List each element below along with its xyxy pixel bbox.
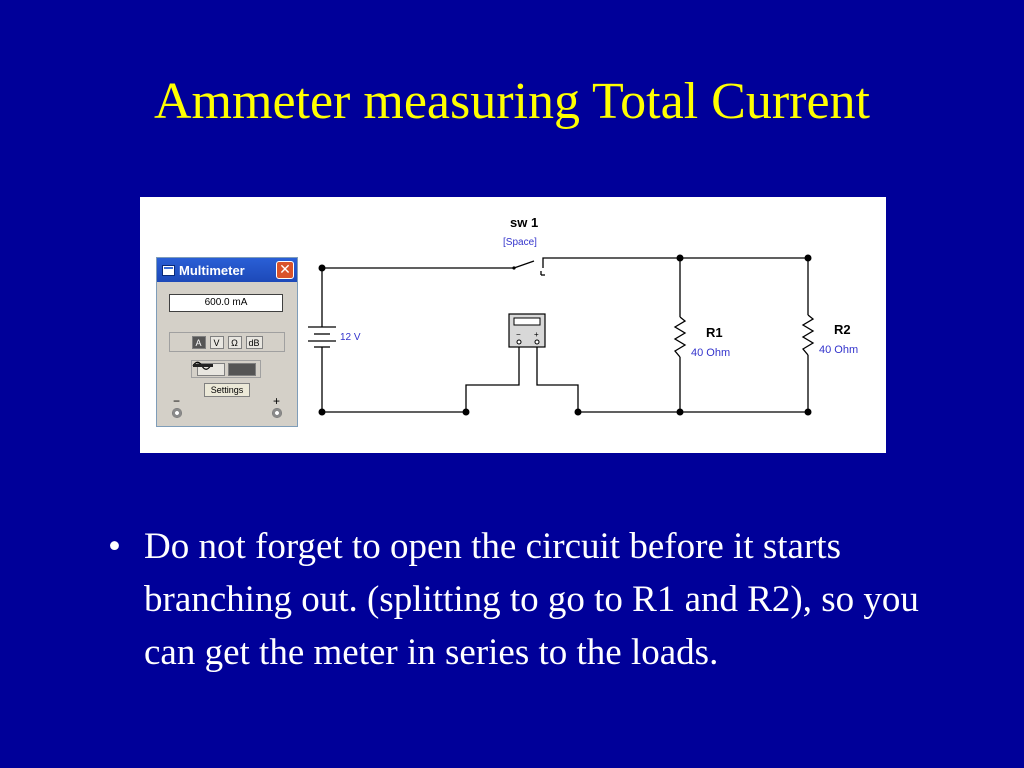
switch-label: sw 1: [510, 215, 538, 230]
circuit-screenshot: 12 V sw 1 [Space] R1 40 Ohm R2 40 Ohm − …: [140, 197, 886, 453]
positive-terminal[interactable]: [272, 408, 282, 418]
multimeter-window[interactable]: Multimeter ✕ 600.0 mA A V Ω dB Settings …: [156, 257, 298, 427]
r1-label: R1: [706, 325, 723, 340]
switch-symbol: [513, 260, 545, 276]
negative-terminal[interactable]: [172, 408, 182, 418]
r2-label: R2: [834, 322, 851, 337]
bullet-item: Do not forget to open the circuit before…: [108, 520, 938, 679]
dc-mode-button[interactable]: [193, 362, 256, 376]
ammeter-symbol[interactable]: [508, 313, 546, 348]
dc-line-icon: [193, 364, 213, 367]
r2-resistor-symbol: [801, 314, 815, 356]
ammeter-minus-label: −: [516, 330, 521, 339]
bullet-list: Do not forget to open the circuit before…: [108, 520, 938, 679]
multimeter-signal-group: [191, 360, 261, 378]
switch-key-label: [Space]: [503, 237, 537, 248]
r1-resistor-symbol: [673, 316, 687, 358]
window-app-icon: [162, 264, 175, 276]
multimeter-title: Multimeter: [179, 262, 245, 278]
mode-voltmeter-button[interactable]: V: [209, 335, 224, 349]
battery-symbol: [308, 326, 336, 348]
multimeter-titlebar[interactable]: Multimeter ✕: [157, 258, 297, 282]
r1-value-label: 40 Ohm: [691, 347, 730, 359]
multimeter-mode-group: A V Ω dB: [169, 332, 285, 352]
junction-dots: [318, 254, 812, 416]
wire-meter-minus: [465, 342, 520, 412]
mode-ammeter-button[interactable]: A: [191, 335, 206, 349]
settings-button[interactable]: Settings: [204, 383, 250, 397]
wire-top-right: [542, 257, 808, 268]
close-icon[interactable]: ✕: [276, 261, 294, 279]
negative-terminal-label: −: [173, 394, 181, 408]
battery-label: 12 V: [340, 332, 361, 343]
circuit-diagram: 12 V sw 1 [Space] R1 40 Ohm R2 40 Ohm − …: [308, 215, 858, 416]
switch-pivot: [512, 266, 516, 270]
wire-meter-plus: [536, 342, 579, 412]
ammeter-plus-label: +: [534, 330, 539, 339]
multimeter-readout: 600.0 mA: [169, 294, 283, 312]
mode-decibel-button[interactable]: dB: [245, 335, 263, 349]
mode-ohmmeter-button[interactable]: Ω: [227, 335, 242, 349]
r2-value-label: 40 Ohm: [819, 344, 858, 356]
positive-terminal-label: +: [273, 394, 281, 408]
slide-title: Ammeter measuring Total Current: [154, 73, 870, 130]
